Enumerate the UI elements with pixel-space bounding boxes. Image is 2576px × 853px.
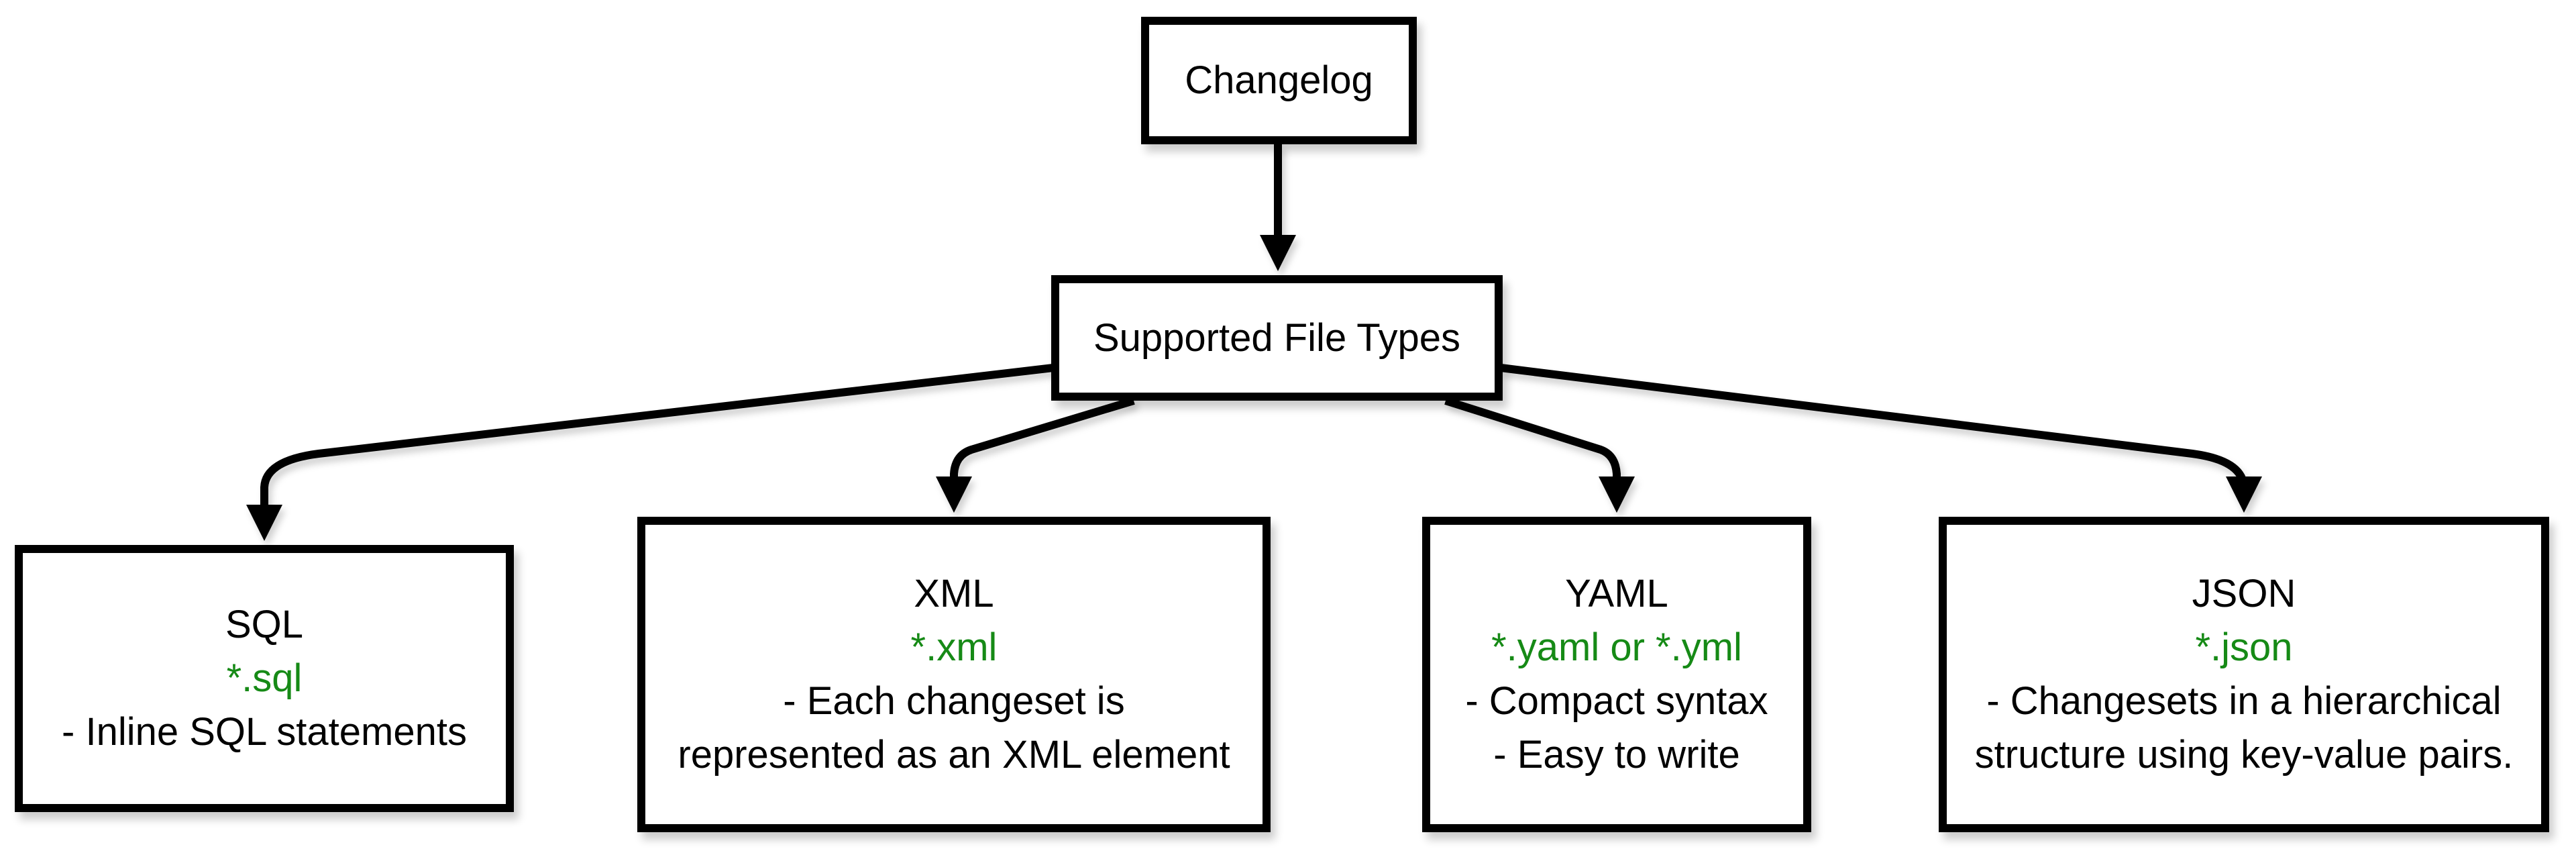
arrowhead-to-hub — [1260, 235, 1296, 271]
node-sql: SQL *.sql - Inline SQL statements — [15, 545, 514, 812]
node-title: Supported File Types — [1093, 315, 1461, 360]
arrowhead-to-yaml — [1599, 476, 1635, 513]
description-line: - Changesets in a hierarchical — [1986, 679, 2502, 723]
arrowhead-to-xml — [936, 476, 972, 513]
file-pattern: *.sql — [226, 656, 303, 700]
file-pattern: *.xml — [910, 625, 998, 669]
description-line: - Each changeset is — [783, 679, 1125, 723]
node-json: JSON *.json - Changesets in a hierarchic… — [1939, 517, 2549, 832]
description-line: - Compact syntax — [1465, 679, 1768, 723]
edge-hub-to-xml — [950, 397, 1135, 478]
node-title: XML — [914, 572, 994, 615]
node-title: YAML — [1565, 572, 1668, 615]
node-xml: XML *.xml - Each changeset is represente… — [637, 517, 1271, 832]
edge-hub-to-sql — [260, 364, 1054, 507]
node-title: Changelog — [1185, 58, 1373, 102]
file-pattern: *.json — [2195, 625, 2293, 669]
arrowhead-to-sql — [246, 505, 282, 541]
node-changelog: Changelog — [1141, 17, 1417, 144]
node-supported-file-types: Supported File Types — [1051, 275, 1503, 401]
arrowhead-to-json — [2226, 476, 2262, 513]
node-title: JSON — [2192, 572, 2296, 615]
node-yaml: YAML *.yaml or *.yml - Compact syntax - … — [1422, 517, 1811, 832]
description-line: represented as an XML element — [678, 733, 1230, 776]
edge-hub-to-yaml — [1444, 397, 1621, 478]
file-pattern: *.yaml or *.yml — [1491, 625, 1742, 669]
description-line: - Inline SQL statements — [62, 710, 467, 754]
description-line: structure using key-value pairs. — [1974, 733, 2514, 776]
description-line: - Easy to write — [1493, 733, 1740, 776]
node-title: SQL — [225, 603, 304, 646]
